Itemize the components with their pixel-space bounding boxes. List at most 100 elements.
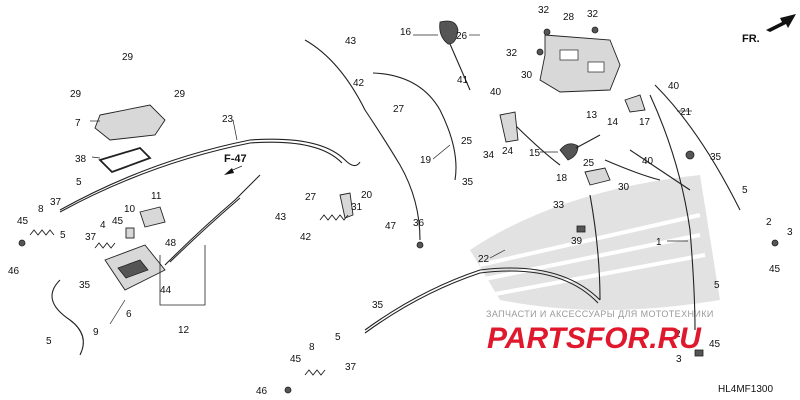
watermark-subtitle: ЗАПЧАСТИ И АКСЕССУАРЫ ДЛЯ МОТОТЕХНИКИ [486, 309, 714, 319]
callout-30a: 30 [521, 70, 533, 81]
cable-21 [654, 84, 741, 211]
front-direction-label: FR. [742, 33, 760, 45]
cable-9 [51, 279, 84, 356]
diagram-code: HL4MF1300 [718, 384, 773, 395]
callout-45d: 45 [709, 339, 721, 350]
nut-46a [18, 239, 26, 247]
front-direction-arrow: FR. [742, 14, 796, 45]
callout-31: 31 [351, 202, 363, 213]
callout-25b: 25 [583, 158, 595, 169]
bolt-32a [543, 28, 551, 36]
callout-28: 28 [563, 12, 575, 23]
callout-labels: 1 2 2 3 3 4 5 5 5 5 5 5 6 7 8 8 9 10 11 … [8, 5, 793, 397]
callout-22: 22 [478, 254, 490, 265]
callout-46a: 46 [8, 266, 20, 277]
parts [18, 20, 779, 394]
callout-8b: 8 [309, 342, 315, 353]
callout-20: 20 [361, 190, 373, 201]
block-18 [584, 167, 611, 186]
unit-7 [94, 104, 166, 141]
callout-18: 18 [556, 173, 568, 184]
cable-1 [649, 94, 696, 331]
callout-39: 39 [571, 236, 583, 247]
callout-21: 21 [680, 107, 692, 118]
callout-5b: 5 [46, 336, 52, 347]
spring-47 [319, 214, 349, 221]
callout-32c: 32 [506, 48, 518, 59]
nut-46b [284, 386, 292, 394]
callout-43b: 43 [275, 212, 287, 223]
callout-12: 12 [178, 325, 190, 336]
callout-7: 7 [75, 118, 81, 129]
callout-35b: 35 [710, 152, 722, 163]
callout-5e: 5 [335, 332, 341, 343]
callout-17: 17 [639, 117, 651, 128]
callout-29c: 29 [174, 89, 186, 100]
callout-5f: 5 [76, 177, 82, 188]
callout-30b: 30 [618, 182, 630, 193]
callout-16: 16 [400, 27, 412, 38]
spring-8a [29, 229, 55, 236]
lever-20 [339, 192, 354, 219]
nut-3 [771, 239, 779, 247]
cable-12 [164, 174, 261, 266]
callout-1: 1 [656, 237, 662, 248]
knob-16 [439, 20, 459, 45]
spring-4 [94, 242, 116, 249]
callout-32b: 32 [587, 9, 599, 20]
bolt-36 [416, 241, 424, 249]
callout-29b: 29 [70, 89, 82, 100]
callout-8a: 8 [38, 204, 44, 215]
callout-40c: 40 [642, 156, 654, 167]
callout-42a: 42 [353, 78, 365, 89]
callout-27a: 27 [393, 104, 405, 115]
cap-3b [694, 349, 704, 357]
reference-label: F-47 [224, 153, 247, 165]
callout-38: 38 [75, 154, 87, 165]
callout-45b: 45 [112, 216, 124, 227]
reference-f47: F-47 [224, 153, 247, 175]
callout-40a: 40 [490, 87, 502, 98]
cable-22 [364, 267, 601, 331]
callout-5a: 5 [60, 230, 66, 241]
callout-25a: 25 [461, 136, 473, 147]
cables [51, 39, 741, 356]
leader-lines [90, 34, 692, 325]
watermark-brand: PARTSFOR.RU [487, 322, 702, 355]
gasket-38 [98, 146, 152, 174]
callout-3b: 3 [676, 354, 682, 365]
callout-14: 14 [607, 117, 619, 128]
callout-26: 26 [456, 31, 468, 42]
callout-23: 23 [222, 114, 234, 125]
callout-46b: 46 [256, 386, 268, 397]
clip-17 [624, 94, 646, 113]
bracket-28 [539, 34, 621, 93]
callout-37c: 37 [345, 362, 357, 373]
callout-36: 36 [413, 218, 425, 229]
callout-35d: 35 [372, 300, 384, 311]
callout-43a: 43 [345, 36, 357, 47]
callout-10: 10 [124, 204, 136, 215]
callout-5d: 5 [714, 280, 720, 291]
callout-2a: 2 [766, 217, 772, 228]
callout-5c: 5 [742, 185, 748, 196]
callout-33: 33 [553, 200, 565, 211]
cable-19 [304, 39, 421, 241]
bracket-24 [499, 111, 519, 143]
spring-8b [304, 369, 326, 376]
callout-15: 15 [529, 148, 541, 159]
callout-29a: 29 [122, 52, 134, 63]
callout-19: 19 [420, 155, 432, 166]
bolt-32c [536, 48, 544, 56]
bracket-12-44 [159, 245, 206, 306]
callout-45a: 45 [17, 216, 29, 227]
callout-42b: 42 [300, 232, 312, 243]
cable-23 [59, 138, 361, 211]
callout-40b: 40 [668, 81, 680, 92]
callout-35a: 35 [462, 177, 474, 188]
callout-27b: 27 [305, 192, 317, 203]
callout-45e: 45 [290, 354, 302, 365]
callout-2b: 2 [675, 329, 681, 340]
